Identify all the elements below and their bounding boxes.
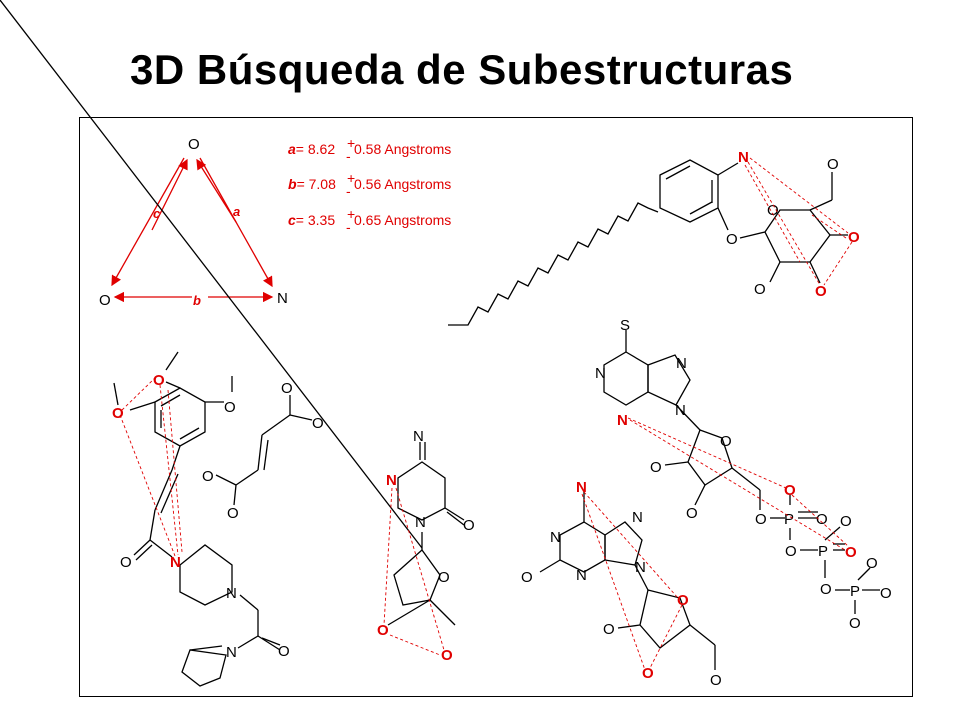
query-atom-left: O <box>99 292 111 309</box>
svg-text:N: N <box>226 644 237 661</box>
svg-text:O: O <box>441 647 453 664</box>
edge-label-b: b <box>193 293 201 308</box>
distance-c-value: = 3.35 <box>296 212 336 228</box>
distance-c-tolerance: 0.65 Angstroms <box>354 212 451 228</box>
distance-a-value: = 8.62 <box>296 141 336 157</box>
svg-text:c= 3.35: c= 3.35 <box>288 212 335 228</box>
svg-text:O: O <box>827 156 839 173</box>
svg-text:N: N <box>738 149 749 166</box>
svg-text:O: O <box>521 569 533 586</box>
svg-text:O: O <box>603 621 615 638</box>
svg-text:O: O <box>642 665 654 682</box>
molecule-1: N O O O O O O <box>448 149 860 326</box>
svg-text:O: O <box>710 672 722 689</box>
edge-c-arrow-up <box>151 158 188 231</box>
distance-c-plus: + <box>347 206 355 222</box>
svg-text:O: O <box>377 622 389 639</box>
svg-text:N: N <box>576 479 587 496</box>
molecule-5: S N N N N O O O O O P O O O P O O P O O … <box>595 317 892 632</box>
svg-text:a= 8.62: a= 8.62 <box>288 141 335 157</box>
edge-label-a: a <box>233 204 240 219</box>
content-frame <box>79 117 913 697</box>
edge-c-arrow-down <box>111 157 185 287</box>
svg-text:N: N <box>413 428 424 445</box>
svg-text:O: O <box>153 372 165 389</box>
distance-constraints: a= 8.62 + - 0.58 Angstroms b= 7.08 + - 0… <box>288 135 451 235</box>
distance-b-tolerance: 0.56 Angstroms <box>354 176 451 192</box>
molecule-4: N N N N N O O O O O <box>521 479 722 689</box>
distance-b-minus: - <box>346 183 351 199</box>
edge-a-arrow-up <box>196 158 237 223</box>
svg-text:N: N <box>576 567 587 584</box>
distance-c: c= 3.35 + - 0.65 Angstroms <box>288 206 451 235</box>
distance-a-var: a <box>288 141 296 157</box>
query-triangle: O O N c a b <box>99 136 288 309</box>
molecule-3: N N N O O O O <box>0 0 475 664</box>
svg-text:N: N <box>675 402 686 419</box>
molecule-2: O O O O N N N O O O O O <box>112 351 324 687</box>
svg-text:N: N <box>550 529 561 546</box>
page-title: 3D Búsqueda de Subestructuras <box>130 46 794 93</box>
distance-b: b= 7.08 + - 0.56 Angstroms <box>288 170 451 199</box>
distance-c-minus: - <box>346 219 351 235</box>
svg-text:N: N <box>632 509 643 526</box>
svg-text:O: O <box>281 380 293 397</box>
distance-c-var: c <box>288 212 296 228</box>
svg-text:O: O <box>840 513 852 530</box>
distance-a-minus: - <box>346 148 351 164</box>
svg-text:b= 7.08: b= 7.08 <box>288 176 336 192</box>
svg-text:O: O <box>820 581 832 598</box>
svg-text:N: N <box>635 559 646 576</box>
svg-text:N: N <box>617 412 628 429</box>
svg-text:O: O <box>463 517 475 534</box>
svg-text:O: O <box>720 433 732 450</box>
svg-text:O: O <box>227 505 239 522</box>
svg-text:O: O <box>677 592 689 609</box>
svg-text:O: O <box>202 468 214 485</box>
svg-text:O: O <box>312 415 324 432</box>
svg-text:P: P <box>850 583 860 600</box>
svg-text:O: O <box>278 643 290 660</box>
svg-text:O: O <box>785 543 797 560</box>
svg-text:O: O <box>112 405 124 422</box>
svg-text:N: N <box>226 585 237 602</box>
svg-text:P: P <box>784 511 794 528</box>
svg-text:O: O <box>120 554 132 571</box>
svg-text:N: N <box>386 472 397 489</box>
svg-text:O: O <box>755 511 767 528</box>
svg-text:O: O <box>845 544 857 561</box>
svg-text:N: N <box>676 355 687 372</box>
svg-text:N: N <box>595 365 606 382</box>
svg-text:O: O <box>224 399 236 416</box>
distance-b-value: = 7.08 <box>297 176 337 192</box>
distance-a-plus: + <box>347 135 355 151</box>
query-atom-top: O <box>188 136 200 153</box>
svg-text:N: N <box>170 554 181 571</box>
svg-text:O: O <box>726 231 738 248</box>
svg-text:O: O <box>784 482 796 499</box>
svg-text:O: O <box>650 459 662 476</box>
svg-text:O: O <box>866 555 878 572</box>
svg-text:O: O <box>767 202 779 219</box>
svg-text:O: O <box>754 281 766 298</box>
svg-text:O: O <box>849 615 861 632</box>
svg-text:S: S <box>620 317 630 334</box>
edge-label-c: c <box>153 206 161 221</box>
svg-text:O: O <box>438 569 450 586</box>
svg-text:O: O <box>686 505 698 522</box>
distance-b-plus: + <box>347 170 355 186</box>
svg-text:N: N <box>415 514 426 531</box>
svg-text:P: P <box>818 543 828 560</box>
svg-text:O: O <box>815 283 827 300</box>
distance-a-tolerance: 0.58 Angstroms <box>354 141 451 157</box>
distance-a: a= 8.62 + - 0.58 Angstroms <box>288 135 451 164</box>
query-atom-right: N <box>277 290 288 307</box>
svg-text:O: O <box>848 229 860 246</box>
svg-text:O: O <box>880 585 892 602</box>
distance-b-var: b <box>288 176 297 192</box>
svg-text:O: O <box>816 511 828 528</box>
